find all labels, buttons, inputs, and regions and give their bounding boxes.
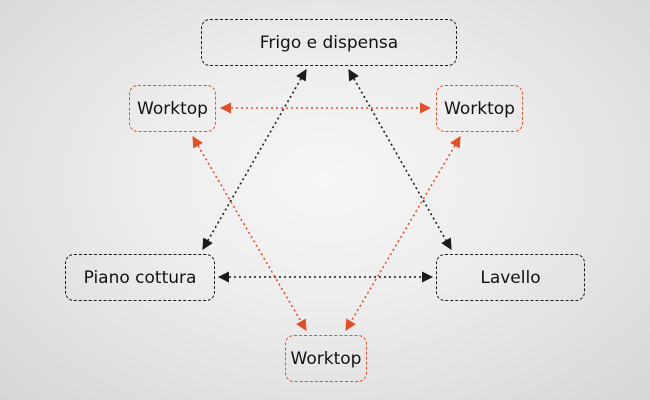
- worktop-right-node: Worktop: [436, 85, 523, 132]
- hob-label: Piano cottura: [83, 267, 197, 288]
- worktop-bottom-label: Worktop: [290, 348, 362, 369]
- worktop-left-label: Worktop: [137, 98, 208, 119]
- connector-worktop-right-bottom: [345, 136, 461, 331]
- sink-label: Lavello: [480, 267, 541, 288]
- fridge-pantry-label: Frigo e dispensa: [259, 32, 399, 53]
- connector-worktop-left-bottom: [192, 136, 307, 331]
- sink-node: Lavello: [436, 254, 585, 301]
- hob-node: Piano cottura: [65, 254, 215, 301]
- connector-fridge-hob: [202, 69, 307, 250]
- worktop-left-node: Worktop: [129, 85, 216, 132]
- worktop-right-label: Worktop: [444, 98, 515, 119]
- worktop-bottom-node: Worktop: [285, 335, 367, 382]
- fridge-pantry-node: Frigo e dispensa: [201, 19, 457, 66]
